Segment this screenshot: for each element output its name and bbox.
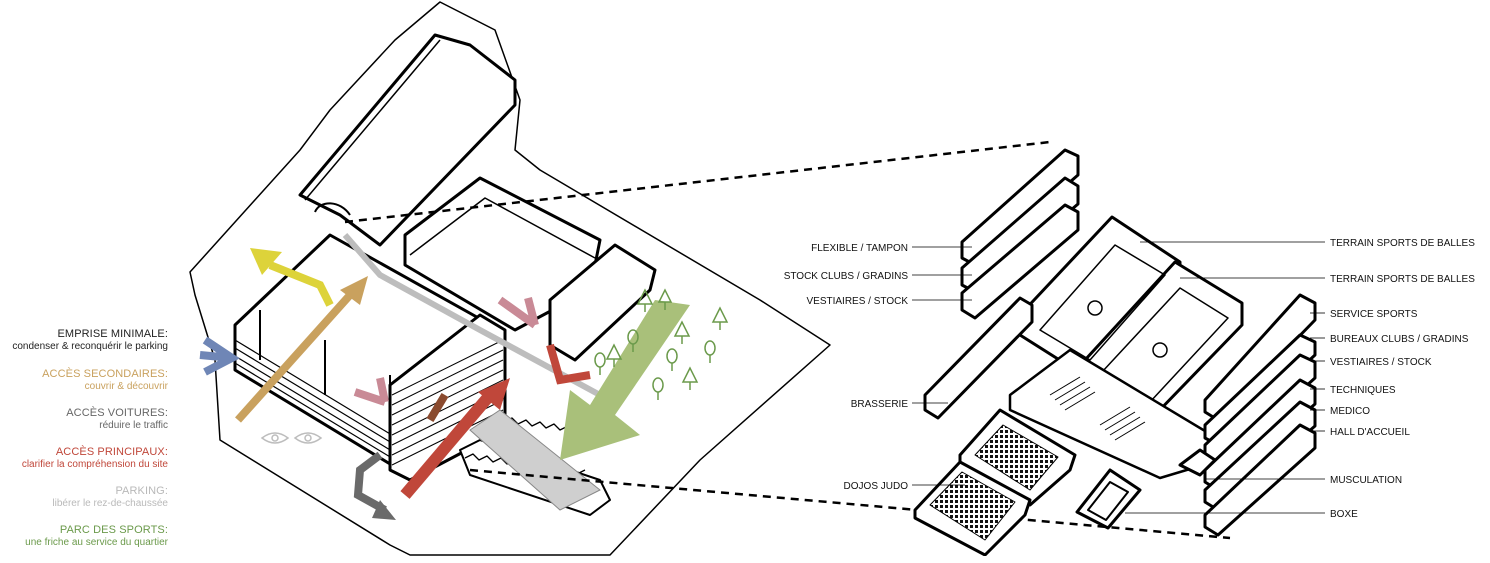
legend-subtitle: clarifier la compréhension du site <box>21 459 168 470</box>
tree-icon <box>681 366 699 390</box>
tree-icon <box>627 329 639 352</box>
leader-lines <box>912 241 1325 514</box>
label-brasserie: BRASSERIE <box>851 399 909 410</box>
tree-icon <box>666 348 678 371</box>
label-techniques: TECHNIQUES <box>1330 385 1396 396</box>
tree-icon <box>594 352 606 375</box>
slab-vestiaires <box>960 203 1080 320</box>
brown-arrow-icon <box>426 392 449 423</box>
legend-subtitle: réduire le traffic <box>99 420 168 431</box>
yellow-arrow-icon <box>268 261 334 307</box>
grey-car-arrow-icon <box>353 451 387 514</box>
slab-brasserie <box>923 296 1034 420</box>
pink-arrow-icon <box>353 377 389 406</box>
label-hall: HALL D'ACCUEIL <box>1330 427 1410 438</box>
tree-icon <box>711 306 729 330</box>
label-service: SERVICE SPORTS <box>1330 309 1418 320</box>
grey-arrowhead-icon <box>372 500 396 520</box>
blue-arrow-icon <box>199 336 240 376</box>
label-bureaux: BUREAUX CLUBS / GRADINS <box>1330 334 1469 345</box>
legend-item-parc-des-sports: PARC DES SPORTS: une friche au service d… <box>0 524 168 563</box>
dojo-mat-lower <box>929 471 1016 541</box>
eye-icon <box>260 432 290 444</box>
legend-subtitle: une friche au service du quartier <box>25 537 168 548</box>
legend-item-acces-secondaires: ACCÈS SECONDAIRES: couvrir & découvrir <box>0 368 168 407</box>
slab-service <box>1203 293 1317 422</box>
slab-boxe-r <box>1178 448 1217 477</box>
legend-item-acces-voitures: ACCÈS VOITURES: réduire le traffic <box>0 407 168 446</box>
eye-icons <box>260 432 323 444</box>
stairs <box>1049 376 1146 441</box>
legend-subtitle: condenser & reconquérir le parking <box>12 341 168 352</box>
label-flexible: FLEXIBLE / TAMPON <box>811 243 908 254</box>
label-vestiaires-r: VESTIAIRES / STOCK <box>1330 357 1432 368</box>
pink-arrow-icon <box>497 296 539 329</box>
existing-hall <box>298 33 517 247</box>
tan-arrow-icon <box>235 292 353 423</box>
access-arrows <box>199 248 591 520</box>
legend-title: EMPRISE MINIMALE: <box>57 328 168 340</box>
legend-title: PARKING: <box>115 485 168 497</box>
tree-icon <box>605 343 623 367</box>
slab-stock-clubs <box>960 176 1080 294</box>
legend-title: ACCÈS SECONDAIRES: <box>42 368 168 380</box>
site-axonometry <box>189 1 831 556</box>
label-terrain-1: TERRAIN SPORTS DE BALLES <box>1330 238 1475 249</box>
tree-icon <box>657 288 673 310</box>
park-arrow <box>560 300 690 460</box>
legend-title: PARC DES SPORTS: <box>59 524 168 536</box>
legend-item-acces-principaux: ACCÈS PRINCIPAUX: clarifier la compréhen… <box>0 446 168 485</box>
tree-icon <box>673 320 691 344</box>
label-medico: MEDICO <box>1330 406 1370 417</box>
label-stock-clubs: STOCK CLUBS / GRADINS <box>784 271 909 282</box>
legend: EMPRISE MINIMALE: condenser & reconquéri… <box>0 328 168 563</box>
label-boxe: BOXE <box>1330 509 1358 520</box>
parking-path <box>342 233 602 398</box>
tan-arrowhead-icon <box>340 276 368 305</box>
label-terrain-2: TERRAIN SPORTS DE BALLES <box>1330 274 1475 285</box>
legend-title: ACCÈS PRINCIPAUX: <box>55 446 168 458</box>
slab-hall <box>1203 423 1317 537</box>
boxe-ring <box>1075 468 1142 530</box>
slab-medico <box>1203 400 1317 512</box>
legend-subtitle: libérer le rez-de-chaussée <box>52 498 168 509</box>
legend-item-emprise: EMPRISE MINIMALE: condenser & reconquéri… <box>0 328 168 368</box>
exploded-axonometry <box>913 148 1317 556</box>
trees <box>594 288 729 400</box>
tree-icon <box>652 377 664 400</box>
red-arrow-icon <box>546 343 591 385</box>
legend-title: ACCÈS VOITURES: <box>66 407 168 419</box>
legend-subtitle: couvrir & découvrir <box>84 381 168 392</box>
main-red-arrow-icon <box>400 391 495 499</box>
slab-flexible <box>960 148 1080 267</box>
parking-shape <box>469 409 601 511</box>
eye-icon <box>293 432 323 444</box>
label-vestiaires: VESTIAIRES / STOCK <box>806 296 908 307</box>
legend-item-parking: PARKING: libérer le rez-de-chaussée <box>0 485 168 524</box>
label-musculation: MUSCULATION <box>1330 475 1402 486</box>
tree-icon <box>636 288 654 312</box>
dojo-mat-upper <box>974 424 1059 491</box>
tree-icon <box>704 340 716 363</box>
yellow-arrowhead-icon <box>250 248 282 275</box>
label-dojos: DOJOS JUDO <box>844 481 909 492</box>
red-arrowhead-icon <box>478 378 510 410</box>
